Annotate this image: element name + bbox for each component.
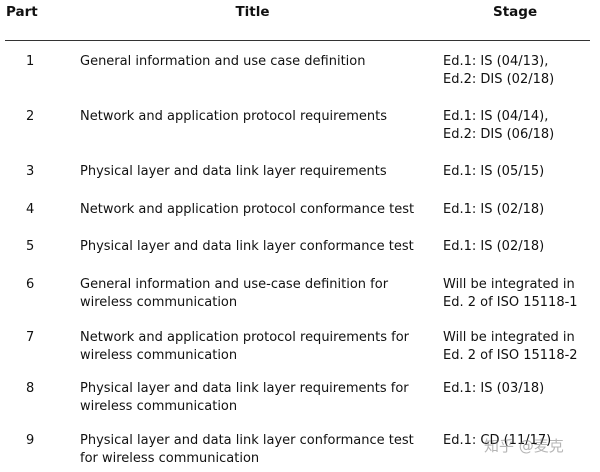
part-number: 2 — [26, 109, 35, 124]
header-stage: Stage — [493, 4, 538, 20]
table-row: 9 Physical layer and data link layer conf… — [0, 432, 600, 472]
part-title: Physical layer and data link layer confo… — [80, 239, 414, 254]
part-stage: Ed.1: IS (04/14), Ed.2: DIS (06/18) — [443, 108, 598, 143]
part-stage: Will be integrated in Ed. 2 of ISO 15118-… — [443, 276, 598, 311]
stage-line: Ed.1: IS (04/13), — [443, 54, 549, 69]
part-title: General information and use case definit… — [80, 54, 366, 69]
part-number: 4 — [26, 202, 35, 217]
stage-line: Will be integrated in — [443, 277, 575, 292]
table-row: 6 General information and use-case defini… — [0, 276, 600, 316]
part-number: 6 — [26, 277, 35, 292]
stage-line: Ed.2: DIS (02/18) — [443, 71, 555, 87]
part-number: 5 — [26, 239, 35, 254]
part-stage: Will be integrated in Ed. 2 of ISO 15118-… — [443, 329, 598, 364]
stage-line: Ed.1: IS (02/18) — [443, 202, 545, 217]
table-row: 3 Physical layer and data link layer requ… — [0, 163, 600, 203]
part-stage: Ed.1: IS (05/15) — [443, 163, 598, 181]
table-row: 1 General information and use case defini… — [0, 53, 600, 93]
part-title: General information and use-case definit… — [80, 277, 389, 310]
table-row: 7 Network and application protocol requir… — [0, 329, 600, 369]
part-title: Network and application protocol require… — [80, 109, 387, 124]
stage-line: Ed.1: IS (05/15) — [443, 164, 545, 179]
header-part: Part — [6, 4, 38, 20]
part-number: 9 — [26, 433, 35, 448]
stage-line: Ed.1: CD (11/17) — [443, 433, 552, 448]
part-stage: Ed.1: IS (03/18) — [443, 380, 598, 398]
part-stage: Ed.1: CD (11/17) — [443, 432, 598, 450]
part-number: 7 — [26, 330, 35, 345]
table-row: 8 Physical layer and data link layer requ… — [0, 380, 600, 420]
part-title: Physical layer and data link layer requi… — [80, 164, 387, 179]
part-title: Network and application protocol conform… — [80, 202, 415, 217]
stage-line: Ed.1: IS (02/18) — [443, 239, 545, 254]
part-number: 1 — [26, 54, 35, 69]
part-stage: Ed.1: IS (02/18) — [443, 238, 598, 256]
header-rule — [5, 40, 590, 41]
part-number: 8 — [26, 381, 35, 396]
table-row: 2 Network and application protocol requir… — [0, 108, 600, 148]
part-title: Physical layer and data link layer confo… — [80, 433, 414, 466]
stage-line: Ed. 2 of ISO 15118-2 — [443, 347, 578, 363]
table-row: 4 Network and application protocol confor… — [0, 201, 600, 241]
stage-line: Will be integrated in — [443, 330, 575, 345]
stage-line: Ed. 2 of ISO 15118-1 — [443, 294, 578, 310]
table-row: 5 Physical layer and data link layer conf… — [0, 238, 600, 278]
stage-line: Ed.1: IS (04/14), — [443, 109, 549, 124]
part-title: Physical layer and data link layer requi… — [80, 381, 409, 414]
part-stage: Ed.1: IS (04/13), Ed.2: DIS (02/18) — [443, 53, 598, 88]
header-title: Title — [235, 4, 270, 20]
part-title: Network and application protocol require… — [80, 330, 409, 363]
stage-line: Ed.2: DIS (06/18) — [443, 126, 555, 142]
part-number: 3 — [26, 164, 35, 179]
part-stage: Ed.1: IS (02/18) — [443, 201, 598, 219]
stage-line: Ed.1: IS (03/18) — [443, 381, 545, 396]
